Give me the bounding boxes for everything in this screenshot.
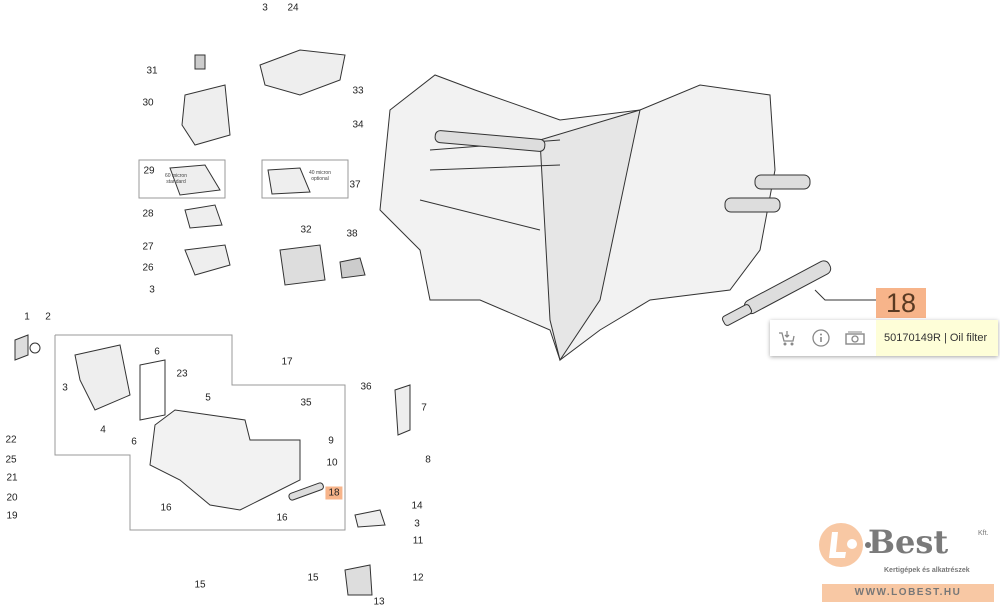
part-label[interactable]: 10 [326, 457, 338, 469]
oil-filter-large [721, 260, 832, 326]
part-label[interactable]: 19 [6, 510, 18, 522]
assembly-outline [54, 334, 346, 531]
tooltip-text: 50170149R | Oil filter [876, 320, 998, 356]
part-label[interactable]: 38 [346, 228, 358, 240]
part-label[interactable]: 15 [194, 579, 206, 591]
logo-url: WWW.LOBEST.HU [822, 584, 994, 602]
part-label[interactable]: 35 [300, 397, 312, 409]
logo-tagline: Kertigépek és alkatrészek [884, 567, 970, 574]
part-label[interactable]: 33 [352, 85, 364, 97]
part-label[interactable]: 3 [62, 382, 68, 394]
part-label[interactable]: 15 [307, 572, 319, 584]
logo-name: Best [868, 523, 949, 561]
part-label[interactable]: 9 [328, 435, 334, 447]
lobest-logo: Best Kft. Kertigépek és alkatrészek WWW.… [818, 522, 998, 610]
part-label[interactable]: 8 [425, 454, 431, 466]
part-label[interactable]: 16 [276, 512, 288, 524]
part-label[interactable]: 3 [149, 284, 155, 296]
part-label[interactable]: 16 [160, 502, 172, 514]
part-label[interactable]: 27 [142, 241, 154, 253]
selected-part-number[interactable]: 18 [876, 288, 926, 318]
filter-29-note: 60 micron standard [165, 173, 187, 185]
part-label[interactable]: 17 [281, 356, 293, 368]
part-label[interactable]: 3 [414, 518, 420, 530]
part-label[interactable]: 24 [287, 2, 299, 14]
part-label[interactable]: 23 [176, 368, 188, 380]
part-label[interactable]: 6 [131, 436, 137, 448]
cart-icon[interactable] [770, 330, 804, 346]
filter-box-37 [261, 159, 349, 199]
part-label[interactable]: 29 [143, 165, 155, 177]
part-label[interactable]: 22 [5, 434, 17, 446]
part-label[interactable]: 30 [142, 97, 154, 109]
part-label[interactable]: 14 [411, 500, 423, 512]
part-label[interactable]: 37 [349, 179, 361, 191]
filter-37-note: 40 micron optional [309, 170, 331, 182]
info-icon[interactable] [804, 329, 838, 347]
part-label[interactable]: 13 [373, 596, 385, 608]
part-label[interactable]: 20 [6, 492, 18, 504]
part-label[interactable]: 2 [45, 311, 51, 323]
part-label[interactable]: 28 [142, 208, 154, 220]
part-label[interactable]: 34 [352, 119, 364, 131]
part-label[interactable]: 11 [412, 535, 424, 547]
part-label[interactable]: 21 [6, 472, 18, 484]
crankcase-small [149, 409, 301, 511]
part-label[interactable]: 1 [24, 311, 30, 323]
money-icon[interactable] [838, 331, 872, 345]
part-label[interactable]: 12 [412, 572, 424, 584]
part-label[interactable]: 26 [142, 262, 154, 274]
part-label[interactable]: 7 [421, 402, 427, 414]
part-tooltip: 50170149R | Oil filter [770, 320, 998, 356]
logo-mark [819, 523, 871, 567]
part-label[interactable]: 4 [100, 424, 106, 436]
part-label-selected[interactable]: 18 [325, 486, 343, 500]
part-label[interactable]: 25 [5, 454, 17, 466]
part-label[interactable]: 31 [146, 65, 158, 77]
part-label[interactable]: 36 [360, 381, 372, 393]
filter-box-29 [138, 159, 226, 199]
part-label[interactable]: 3 [262, 2, 268, 14]
part-label[interactable]: 5 [205, 392, 211, 404]
part-label[interactable]: 32 [300, 224, 312, 236]
logo-suffix: Kft. [978, 530, 989, 537]
part-label[interactable]: 6 [154, 346, 160, 358]
